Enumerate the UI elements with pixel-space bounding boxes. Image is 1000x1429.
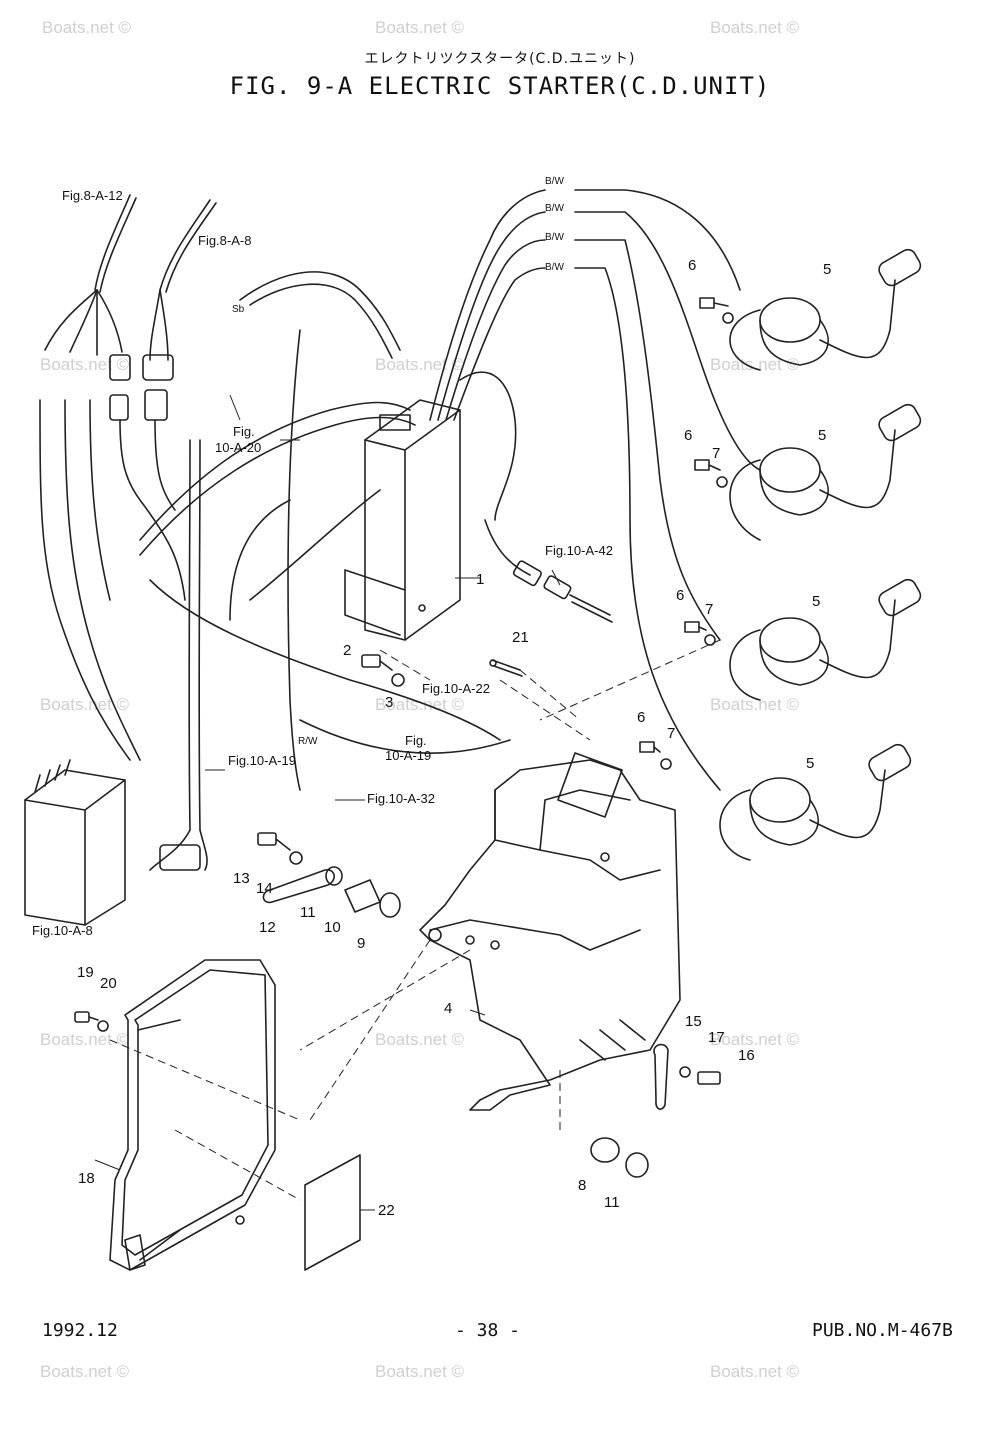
ref-fig-10-a-32: Fig.10-A-32 [367, 791, 435, 806]
part-number-6: 6 [637, 709, 645, 726]
part-number-2: 2 [343, 642, 351, 659]
diagram-subtitle: エレクトリツクスタータ(C.D.ユニット) [364, 51, 636, 67]
watermark: Boats.net © [375, 355, 465, 374]
bracket-hardware [257, 832, 401, 918]
watermark: Boats.net © [375, 1362, 465, 1381]
cd-unit [344, 399, 461, 641]
part-number-7: 7 [712, 445, 720, 462]
bolt-19-20 [74, 1011, 109, 1032]
rectifier [24, 759, 126, 926]
label-22 [304, 1154, 361, 1271]
grommet-8-11 [590, 1137, 649, 1178]
footer-page-number: - 38 - [455, 1320, 521, 1341]
cover-18 [109, 959, 276, 1271]
part-number-6: 6 [684, 427, 692, 444]
ref-fig-10-a-20-a: Fig. [233, 424, 255, 439]
part-number-5: 5 [806, 755, 814, 772]
ignition-coil-4 [719, 743, 912, 861]
ref-fig-10-a-42: Fig.10-A-42 [545, 543, 613, 558]
wire-label-sb: Sb [232, 304, 245, 315]
part-number-12: 12 [259, 919, 276, 936]
wire-label-bw: B/W [545, 232, 564, 243]
part-number-11: 11 [604, 1194, 620, 1211]
watermark: Boats.net © [375, 695, 465, 714]
footer-publication-number: PUB.NO.M-467B [812, 1320, 953, 1341]
part-number-6: 6 [688, 257, 696, 274]
watermark: Boats.net © [710, 695, 800, 714]
part-number-5: 5 [818, 427, 826, 444]
main-bracket [419, 752, 681, 1111]
part-number-1: 1 [476, 571, 484, 588]
wire-label-bw: B/W [545, 176, 564, 187]
part-number-9: 9 [357, 935, 365, 952]
part-number-7: 7 [667, 725, 675, 742]
part-number-4: 4 [444, 1000, 452, 1017]
ignition-coil-3 [729, 578, 922, 701]
diagram-title: FIG. 9-A ELECTRIC STARTER(C.D.UNIT) [229, 72, 771, 100]
ref-fig-10-a-19-b: 10-A-19 [385, 748, 431, 763]
coil-fasteners [639, 297, 734, 770]
watermark: Boats.net © [375, 18, 465, 37]
part-number-19: 19 [77, 964, 94, 981]
wire-label-bw: B/W [545, 262, 564, 273]
part-number-11: 11 [300, 904, 316, 921]
part-number-14: 14 [256, 880, 273, 897]
part-number-13: 13 [233, 870, 250, 887]
part-number-16: 16 [738, 1047, 755, 1064]
ref-fig-8-a-12: Fig.8-A-12 [62, 188, 123, 203]
part-number-5: 5 [812, 593, 820, 610]
watermark: Boats.net © [40, 695, 130, 714]
part-number-6: 6 [676, 587, 684, 604]
clamp-15 [653, 1043, 721, 1110]
watermark: Boats.net © [375, 1030, 465, 1049]
part-number-3: 3 [385, 694, 393, 711]
watermark: Boats.net © [40, 1362, 130, 1381]
watermark: Boats.net © [40, 355, 130, 374]
harness-left [39, 194, 217, 761]
watermark: Boats.net © [710, 1030, 800, 1049]
watermark: Boats.net © [710, 18, 800, 37]
wire-label-rw: R/W [298, 736, 318, 747]
ref-fig-10-a-8: Fig.10-A-8 [32, 923, 93, 938]
part-number-21: 21 [512, 629, 529, 646]
part-number-22: 22 [378, 1202, 395, 1219]
watermark: Boats.net © [40, 1030, 130, 1049]
part-number-20: 20 [100, 975, 117, 992]
footer-date: 1992.12 [42, 1320, 118, 1341]
part-number-10: 10 [324, 919, 341, 936]
connector-10-a-42 [512, 560, 613, 623]
bolt-2 [361, 654, 405, 687]
ref-fig-10-a-19-a: Fig. [405, 733, 427, 748]
terminal-21 [489, 659, 523, 677]
part-number-7: 7 [705, 601, 713, 618]
part-number-17: 17 [708, 1029, 725, 1046]
watermark: Boats.net © [710, 355, 800, 374]
wire-label-bw: B/W [545, 203, 564, 214]
watermark: Boats.net © [42, 18, 132, 37]
ref-fig-10-a-20-b: 10-A-20 [215, 440, 261, 455]
part-number-15: 15 [685, 1013, 702, 1030]
part-number-5: 5 [823, 261, 831, 278]
ref-fig-10-a-22: Fig.10-A-22 [422, 681, 490, 696]
harness-right [429, 189, 761, 791]
part-number-18: 18 [78, 1170, 95, 1187]
harness-center [139, 271, 511, 871]
ref-fig-8-a-8: Fig.8-A-8 [198, 233, 251, 248]
watermark: Boats.net © [710, 1362, 800, 1381]
ref-fig-10-a-19-c: Fig.10-A-19 [228, 753, 296, 768]
ignition-coil-1 [729, 248, 922, 371]
ignition-coil-2 [729, 403, 922, 541]
part-number-8: 8 [578, 1177, 586, 1194]
